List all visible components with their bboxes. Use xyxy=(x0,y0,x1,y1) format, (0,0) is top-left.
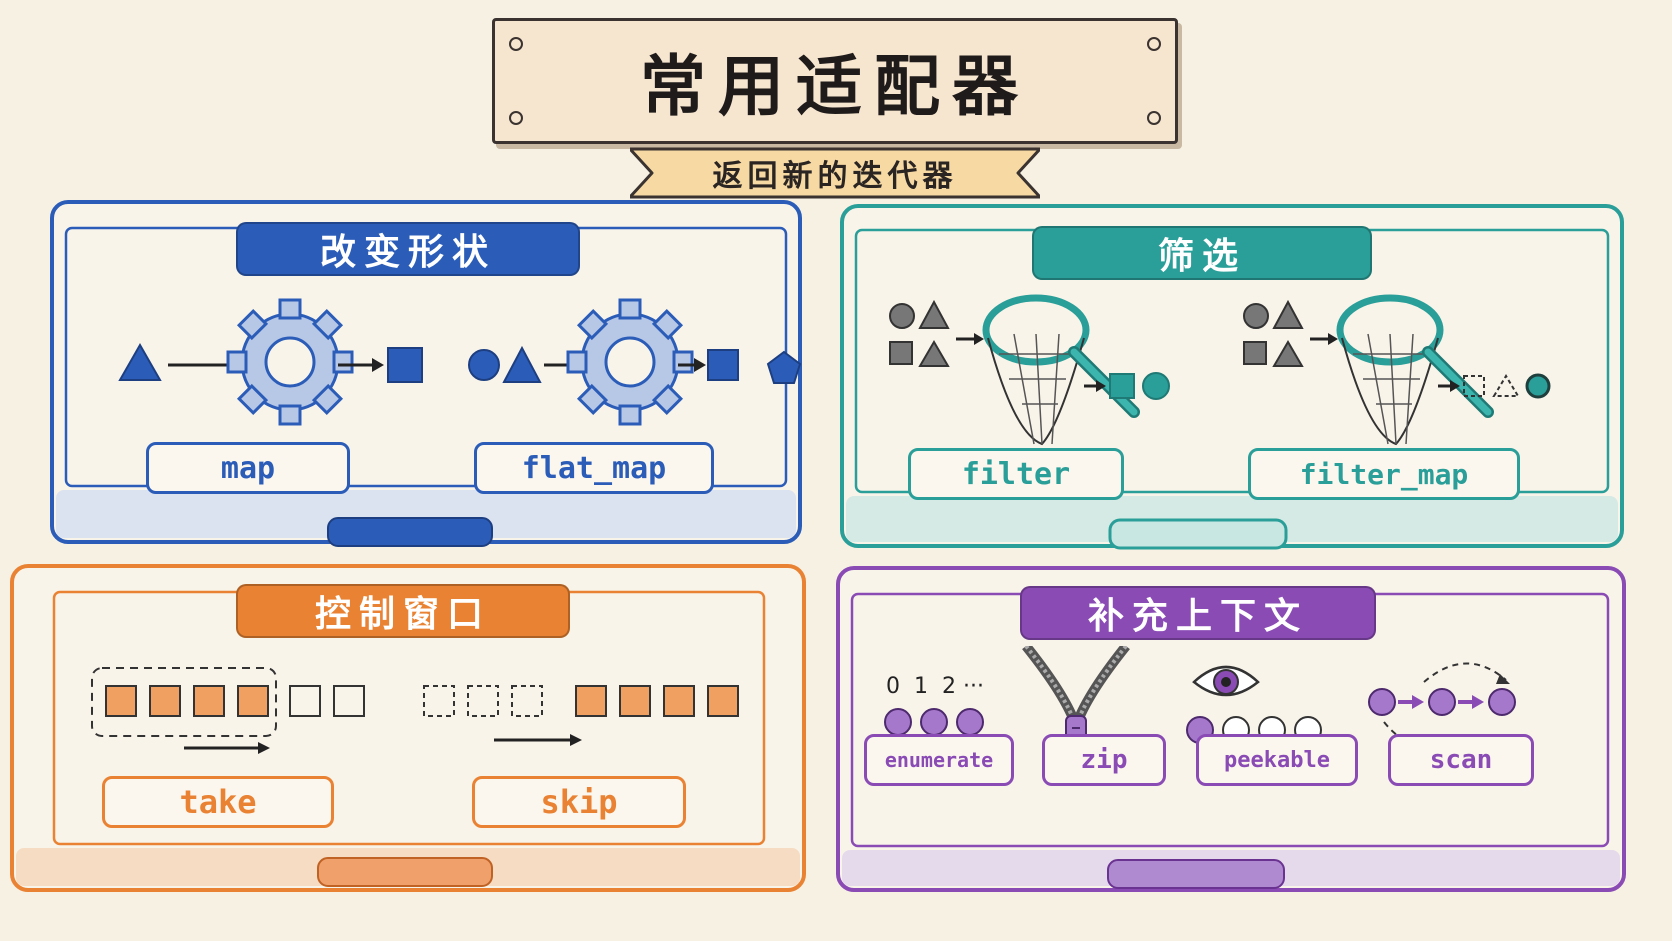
label-scan: scan xyxy=(1388,734,1534,786)
triangle-icon xyxy=(918,299,950,329)
panel-title-tab: 控制窗口 xyxy=(236,584,570,638)
label-map: map xyxy=(146,442,350,494)
net-icon xyxy=(982,294,1140,446)
pentagon-icon xyxy=(766,350,802,384)
gear-icon xyxy=(566,298,694,426)
circle-icon xyxy=(1525,373,1551,399)
panel-title-tab: 补充上下文 xyxy=(1020,586,1376,640)
page-title: 常用适配器 xyxy=(640,48,1030,125)
filter-diagram xyxy=(889,294,1551,446)
circle-icon xyxy=(468,349,500,381)
label-filter-map: filter_map xyxy=(1248,448,1520,500)
take-window xyxy=(91,667,277,737)
triangle-icon xyxy=(918,340,950,367)
map-diagram xyxy=(118,298,739,426)
title-board: 常用适配器 xyxy=(492,18,1178,144)
screw-icon xyxy=(509,111,523,125)
triangle-icon xyxy=(118,342,162,381)
window-diagram xyxy=(91,667,739,754)
screw-icon xyxy=(509,37,523,51)
square-icon xyxy=(1109,373,1135,399)
triangle-icon xyxy=(1272,299,1304,329)
circle-icon xyxy=(1243,303,1269,329)
square-icon xyxy=(889,341,913,365)
label-zip: zip xyxy=(1042,734,1166,786)
circle-icon xyxy=(1142,372,1170,400)
screw-icon xyxy=(1147,111,1161,125)
label-enumerate: enumerate xyxy=(864,734,1014,786)
gear-icon xyxy=(226,298,354,426)
empty-square-icon xyxy=(1463,375,1485,397)
triangle-icon xyxy=(1272,340,1304,367)
panel-control-window: 控制窗口 take skip xyxy=(10,564,806,920)
panel-change-shape: 改变形状 xyxy=(50,200,802,552)
panel-title-tab: 改变形状 xyxy=(236,222,580,276)
square-icon xyxy=(387,347,423,383)
page-subtitle: 返回新的迭代器 xyxy=(712,159,958,194)
panel-title-tab: 筛选 xyxy=(1032,226,1372,280)
label-filter: filter xyxy=(908,448,1124,500)
net-icon xyxy=(1336,294,1494,446)
square-icon xyxy=(707,349,739,381)
eye-icon xyxy=(1192,665,1260,697)
screw-icon xyxy=(1147,37,1161,51)
triangle-icon xyxy=(502,345,542,383)
panel-filter: 筛选 xyxy=(840,204,1624,556)
subtitle-ribbon: 返回新的迭代器 xyxy=(628,143,1042,207)
label-peekable: peekable xyxy=(1196,734,1358,786)
label-take: take xyxy=(102,776,334,828)
square-icon xyxy=(1243,341,1267,365)
empty-triangle-icon xyxy=(1492,374,1520,397)
enumerate-indices: 0 1 2 ··· xyxy=(886,674,984,699)
circle-icon xyxy=(889,303,915,329)
panel-add-context: 补充上下文 0 1 2 ··· enumerate xyxy=(836,566,1626,918)
label-flat-map: flat_map xyxy=(474,442,714,494)
label-skip: skip xyxy=(472,776,686,828)
